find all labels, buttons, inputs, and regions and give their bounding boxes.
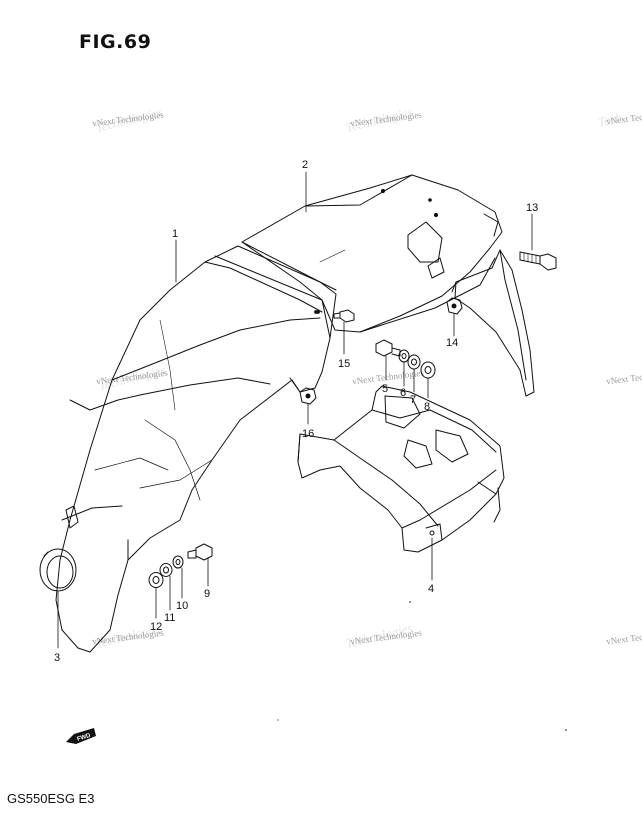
part-1-main-rear-fender — [55, 245, 337, 653]
callout-12: 12 — [150, 621, 162, 633]
callout-labels: 1 2 3 4 5 6 7 8 9 10 11 12 13 14 15 16 — [54, 159, 538, 664]
part-2-upper-rear-fender — [241, 174, 535, 397]
callout-1: 1 — [172, 228, 178, 240]
model-code: GS550ESG E3 — [7, 791, 95, 806]
figure-title: FIG.69 — [79, 31, 152, 53]
callout-7: 7 — [410, 394, 416, 406]
stray-marks — [277, 601, 567, 731]
part-11-washer — [159, 563, 173, 577]
part-12-nut — [148, 572, 164, 588]
fwd-arrow-icon: FWD — [66, 728, 96, 744]
callout-4: 4 — [428, 583, 434, 595]
part-7-washer — [407, 354, 421, 370]
callout-15: 15 — [338, 358, 350, 370]
part-5-bolt — [375, 339, 401, 357]
callout-11: 11 — [164, 612, 175, 624]
callout-13: 13 — [526, 202, 538, 214]
part-8-nut — [420, 361, 436, 379]
leader-lines — [57, 171, 533, 649]
callout-3: 3 — [54, 652, 60, 664]
callout-14: 14 — [446, 337, 458, 349]
callout-6: 6 — [400, 387, 406, 399]
fwd-label: FWD — [77, 733, 92, 743]
callout-16: 16 — [302, 428, 314, 440]
callout-8: 8 — [424, 401, 430, 413]
part-13-bolt — [519, 251, 557, 271]
part-10-washer — [172, 555, 184, 569]
part-9-bolt — [187, 543, 213, 561]
part-4-mounting-bracket — [297, 385, 505, 553]
callout-5: 5 — [382, 383, 388, 395]
part-3-reflector — [39, 548, 77, 592]
part-15-bolt — [316, 309, 355, 323]
part-14-nut — [446, 297, 463, 315]
callout-10: 10 — [176, 600, 188, 612]
callout-9: 9 — [204, 588, 210, 600]
part-16-nut — [299, 387, 317, 405]
callout-2: 2 — [302, 159, 308, 171]
